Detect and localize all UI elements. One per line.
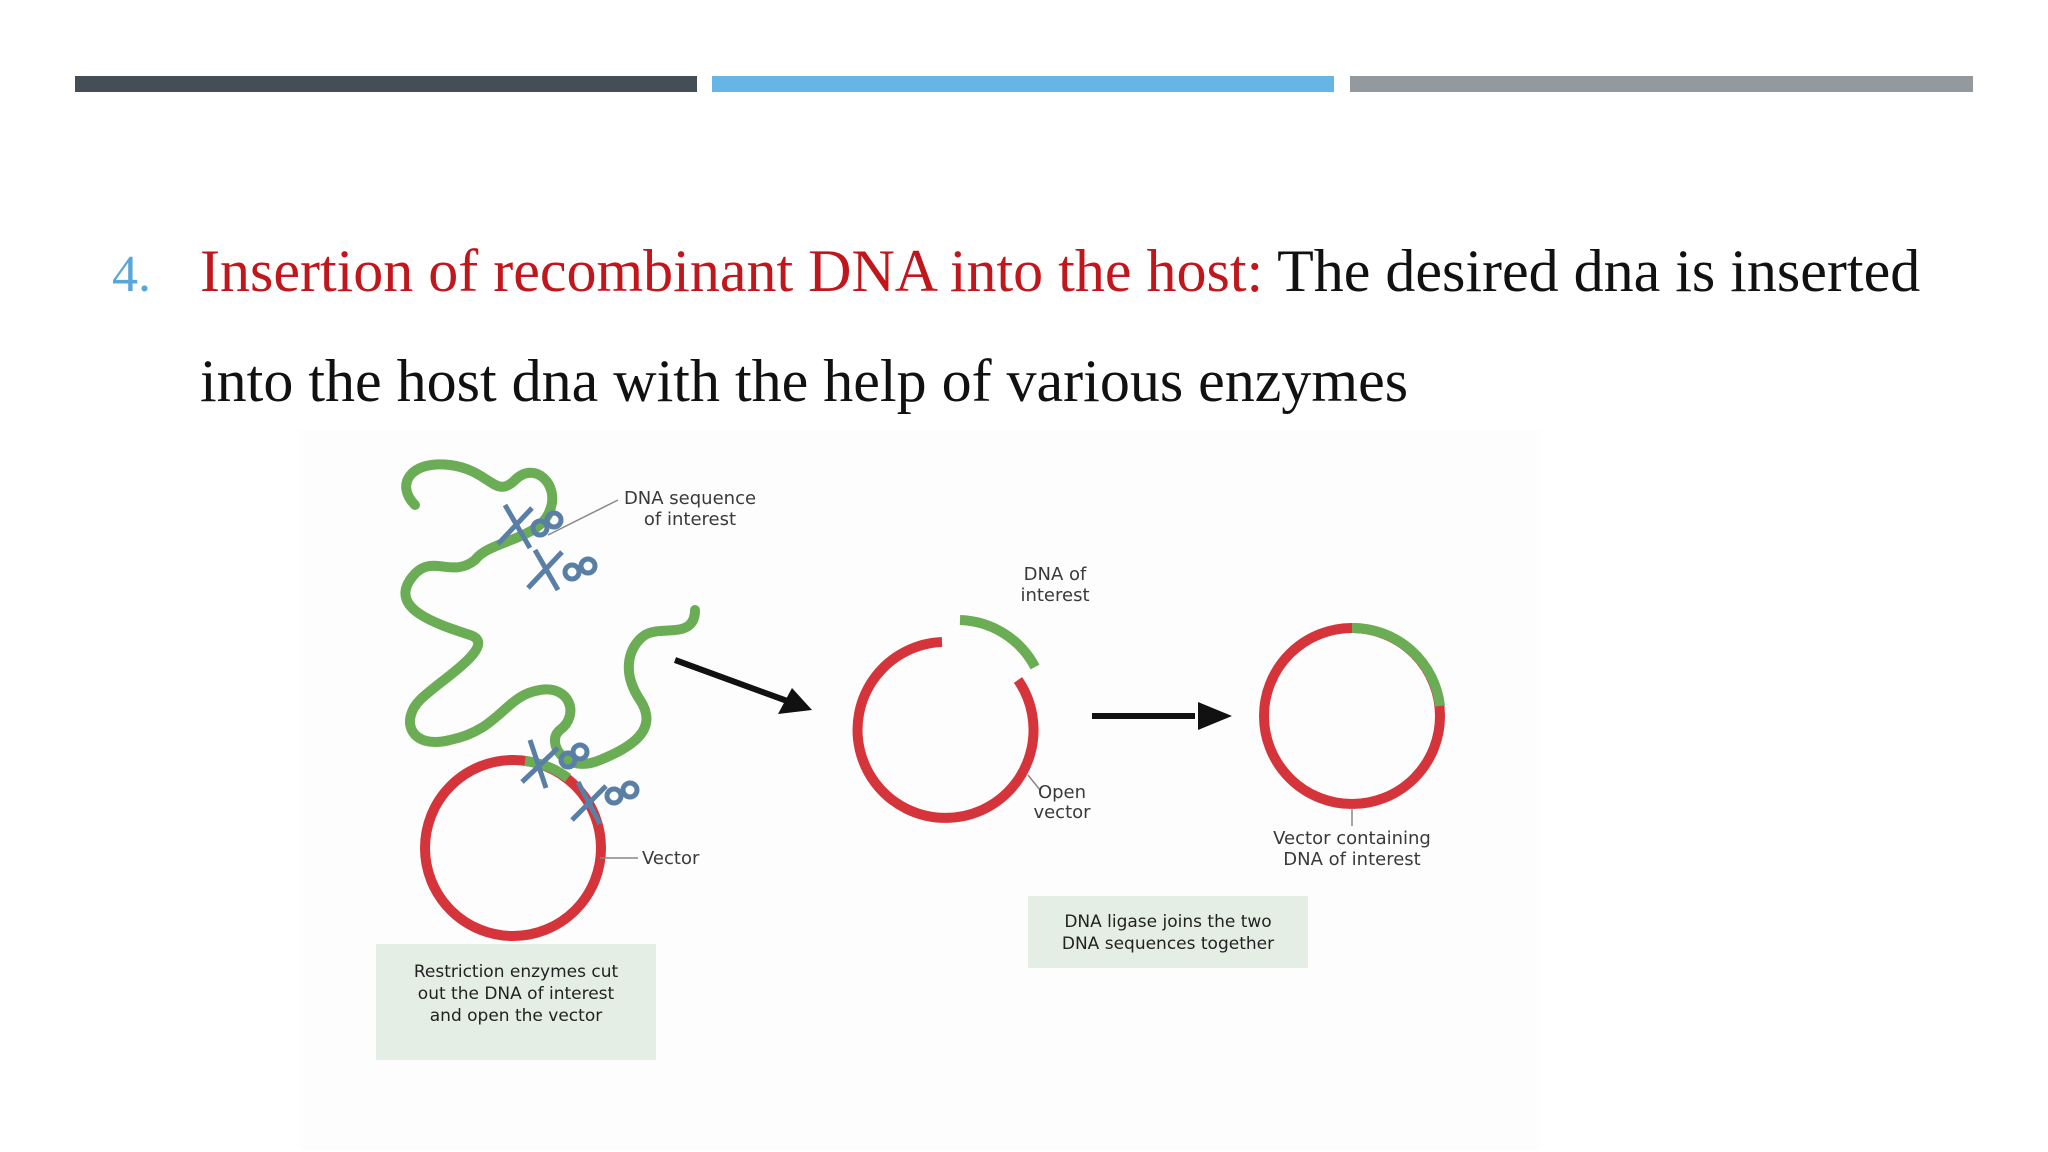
vector-label: Vector	[642, 848, 700, 869]
open-vector-label-1: Open	[1038, 782, 1086, 803]
dna-sequence-label-1: DNA sequence	[624, 488, 756, 509]
scissors-icon-4	[570, 780, 640, 826]
scissors-icon-3	[520, 739, 590, 789]
top-bar-gray	[1350, 76, 1973, 92]
diagram-svg: DNA sequence of interest Vector Restrict…	[376, 459, 1445, 1060]
heading-text-line-1: The desired dna is inserted	[1263, 238, 1921, 304]
open-vector-circle	[852, 637, 1039, 823]
dna-of-interest-label-1: DNA of	[1024, 564, 1087, 585]
top-bar-dark	[75, 76, 697, 92]
result-label-1: Vector containing	[1273, 828, 1431, 849]
arrow-icon-2	[1092, 702, 1232, 730]
step2-box-line-2: DNA sequences together	[1062, 934, 1274, 954]
heading-text-line-2: into the host dna with the help of vario…	[200, 348, 1409, 414]
step1-box-line-1: Restriction enzymes cut	[414, 962, 619, 982]
scissors-icon-2	[526, 548, 598, 592]
step1-box-line-2: out the DNA of interest	[418, 984, 615, 1004]
heading-lead: Insertion of recombinant DNA into the ho…	[200, 238, 1264, 304]
top-bar-blue	[712, 76, 1334, 92]
heading-line-1: 4. Insertion of recombinant DNA into the …	[112, 218, 1992, 328]
recombinant-dna-diagram: DNA sequence of interest Vector Restrict…	[300, 430, 1540, 1150]
dna-sequence-label-2: of interest	[644, 509, 736, 530]
list-number: 4.	[112, 246, 151, 303]
step2-box	[1028, 896, 1308, 968]
step1-box-line-3: and open the vector	[430, 1006, 602, 1026]
dna-of-interest-fragment	[959, 615, 1040, 670]
arrow-icon-1	[673, 657, 812, 714]
vector-circle	[420, 755, 606, 941]
dna-strand	[400, 459, 700, 769]
scissors-icon-1	[496, 503, 564, 550]
step2-box-line-1: DNA ligase joins the two	[1064, 912, 1271, 932]
open-vector-label-2: vector	[1033, 802, 1091, 823]
slide-heading: 4. Insertion of recombinant DNA into the …	[112, 218, 1992, 434]
dna-of-interest-label-2: interest	[1020, 585, 1089, 606]
step1-box	[376, 944, 656, 1060]
result-label-2: DNA of interest	[1283, 849, 1421, 870]
